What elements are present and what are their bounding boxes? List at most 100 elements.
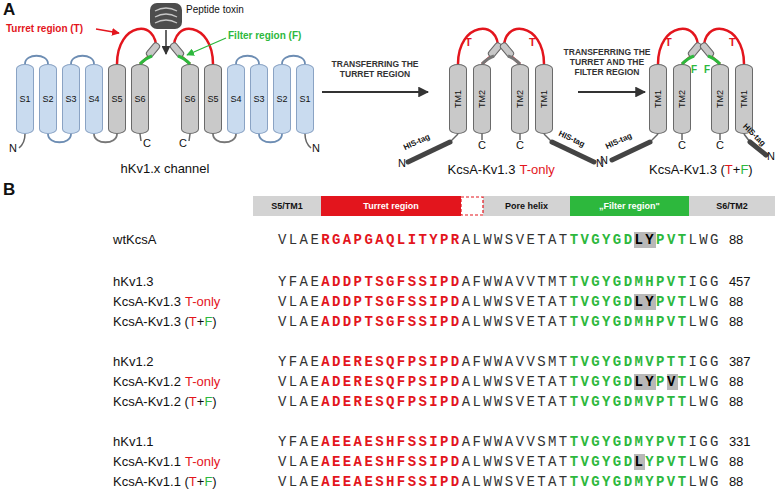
sequence-segment: LWG bbox=[688, 394, 720, 410]
sequence-segment: ADERESQFPSIPD bbox=[321, 394, 461, 410]
peptide-toxin bbox=[150, 3, 182, 29]
filter-loop bbox=[508, 56, 520, 64]
terminus-label: C bbox=[678, 139, 686, 152]
sequence-row: VLAERGAPGAQLITYPRALWWSVETATTVGYGDLYPVTLW… bbox=[278, 231, 743, 249]
membrane-segment: S6 bbox=[181, 64, 199, 134]
sequence-segment: AEEAESHFSSIPD bbox=[321, 454, 461, 470]
sequence-segment: TVGYGDMVPTT bbox=[570, 354, 689, 370]
sequence-segment: ALWWSVETAT bbox=[462, 294, 570, 310]
sequence-segment: VLAE bbox=[278, 232, 321, 248]
terminus-label: C bbox=[716, 139, 724, 152]
node-label: „Filter region" bbox=[599, 202, 660, 211]
panel-caption: KcsA-Kv1.3 bbox=[448, 162, 516, 177]
sequence-name-part: ) bbox=[212, 393, 216, 411]
sequence-segment: YPVT bbox=[645, 454, 688, 470]
membrane-segment: S5 bbox=[108, 64, 126, 134]
turret-loop bbox=[174, 29, 213, 64]
sequence-row: YFAEAEEAESHFSSIPDAFWWAVVSMTTVGYGDMYPVTIG… bbox=[278, 433, 751, 451]
sequence-name-part: ) bbox=[212, 313, 216, 331]
turret-loop bbox=[504, 29, 544, 64]
node-label: TM1 bbox=[654, 90, 663, 108]
node-label: S2 bbox=[276, 95, 287, 104]
sequence-name: KcsA-Kv1.1 (T+F) bbox=[113, 473, 217, 491]
sequence-segment: LY bbox=[634, 294, 656, 310]
transfer-label: TRANSFERRING THE TURRET AND THE FILTER R… bbox=[560, 48, 654, 77]
node-label: TM2 bbox=[716, 90, 725, 108]
membrane-segment: S4 bbox=[227, 64, 245, 134]
sequence-name-part: KcsA-Kv1.3 ( bbox=[113, 313, 189, 331]
sequence-name-part: + bbox=[197, 473, 205, 491]
sequence-segment: ALWWSVETAT bbox=[462, 454, 570, 470]
sequence-row: VLAEADDPTSGFSSIPDALWWSVETATTVGYGDLYPVTLW… bbox=[278, 293, 743, 311]
sequence-segment: LWG bbox=[688, 232, 720, 248]
sequence-name-part: ) bbox=[212, 473, 216, 491]
transmembrane-helix: TM2 bbox=[473, 64, 491, 134]
sequence-name-part: KcsA-Kv1.3 bbox=[113, 293, 181, 311]
pore-helix bbox=[699, 42, 715, 59]
sequence-name-part: hKv1.3 bbox=[113, 273, 153, 291]
sequence-row: VLAEAEEAESHFSSIPDALWWSVETATTVGYGDMYPVTLW… bbox=[278, 473, 743, 491]
sequence-segment: AFWWAVVTMT bbox=[462, 274, 570, 290]
node-label: S2 bbox=[42, 95, 53, 104]
panel-caption-group: KcsA-Kv1.3T-only bbox=[448, 162, 555, 177]
sequence-segment: PVT bbox=[656, 232, 688, 248]
sequence-name-part: T bbox=[189, 473, 197, 491]
panel-caption: T bbox=[725, 162, 733, 177]
filter-loop bbox=[708, 56, 720, 64]
sequence-name-part: KcsA-Kv1.1 ( bbox=[113, 473, 189, 491]
sequence-name-part: T bbox=[189, 393, 197, 411]
node-label: S4 bbox=[230, 95, 241, 104]
sequence-segment: VLAE bbox=[278, 314, 321, 330]
sequence-row: VLAEAEEAESHFSSIPDALWWSVETATTVGYGDLYPVTLW… bbox=[278, 453, 743, 471]
sequence-name-part: F bbox=[204, 393, 212, 411]
residue-number: 88 bbox=[729, 294, 743, 309]
sequence-segment: RGAPGAQLITYPR bbox=[321, 232, 461, 248]
panel-letter: B bbox=[3, 180, 15, 200]
node-label: S3 bbox=[65, 95, 76, 104]
binding-arrow bbox=[165, 30, 167, 54]
sequence-segment: PVT bbox=[656, 294, 688, 310]
node-label: S1 bbox=[299, 95, 310, 104]
sequence-name: KcsA-Kv1.3 (T+F) bbox=[113, 313, 217, 331]
sequence-segment: P bbox=[656, 374, 667, 390]
linker-loop bbox=[282, 56, 305, 64]
sequence-name-part: T-only bbox=[185, 453, 220, 471]
node-label: S5 bbox=[111, 95, 122, 104]
sequence-name: KcsA-Kv1.2 (T+F) bbox=[113, 393, 217, 411]
linker-loop bbox=[48, 134, 71, 142]
sequence-segment: LWG bbox=[688, 314, 720, 330]
sequence-name-part: KcsA-Kv1.2 bbox=[113, 373, 181, 391]
sequence-name: KcsA-Kv1.2T-only bbox=[113, 373, 220, 391]
sequence-segment: TVGYGDMYPVT bbox=[570, 434, 689, 450]
sequence-segment: LY bbox=[634, 374, 656, 390]
sequence-name: hKv1.2 bbox=[113, 353, 153, 371]
panel-caption: hKv1.x channel bbox=[95, 162, 235, 177]
sequence-segment: ALWWSVETAT bbox=[462, 314, 570, 330]
sequence-segment: IGG bbox=[688, 274, 720, 290]
sequence-segment: IGG bbox=[688, 354, 720, 370]
sequence-segment: TVGYGD bbox=[570, 374, 635, 390]
terminus-label: N bbox=[398, 157, 406, 170]
transmembrane-helix: TM2 bbox=[511, 64, 529, 134]
annotation: Turret region (T) bbox=[6, 23, 83, 35]
region-mark: T bbox=[529, 36, 536, 49]
node-label: Turret region bbox=[363, 202, 418, 211]
toxin-body bbox=[150, 3, 182, 29]
terminus-label: N bbox=[9, 142, 17, 155]
sequence-segment: LWG bbox=[689, 454, 721, 470]
sequence-row: VLAEADERESQFPSIPDALWWSVETATTVGYGDMVPTTLW… bbox=[278, 393, 743, 411]
node-label: S4 bbox=[88, 95, 99, 104]
sequence-segment: ADERESQFPSIPD bbox=[321, 354, 461, 370]
membrane-segment: S6 bbox=[131, 64, 149, 134]
residue-number: 88 bbox=[729, 474, 743, 489]
linker-loop bbox=[94, 134, 117, 142]
sequence-segment: LWG bbox=[688, 294, 720, 310]
terminus-line bbox=[140, 134, 141, 141]
transmembrane-helix: TM2 bbox=[711, 64, 729, 134]
region-mark: F bbox=[704, 64, 710, 76]
sequence-segment: LWG bbox=[689, 374, 721, 390]
linker-loop bbox=[213, 134, 236, 142]
sequence-segment: LWG bbox=[688, 474, 720, 490]
sequence-segment: ADERESQFPSIPD bbox=[321, 374, 461, 390]
node-label: TM2 bbox=[478, 90, 487, 108]
